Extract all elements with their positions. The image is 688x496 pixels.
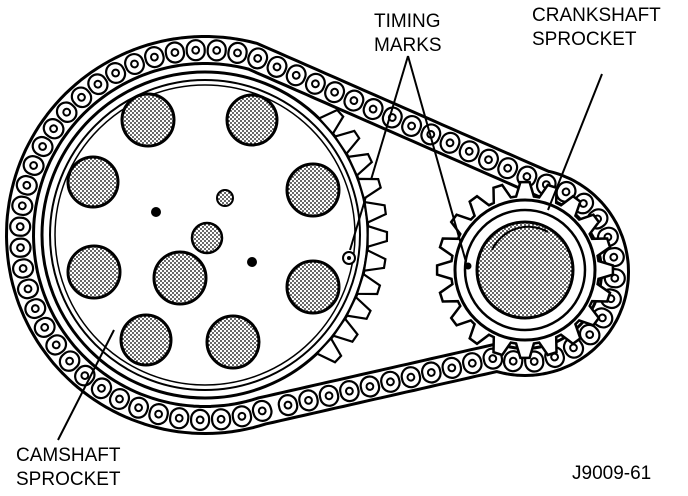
chain-link <box>231 405 253 428</box>
chain-link <box>304 72 326 95</box>
chain-link <box>578 323 601 346</box>
crank-hub <box>475 220 575 320</box>
cam-bolt-hole <box>151 207 161 217</box>
chain-link <box>24 298 47 320</box>
chain-link <box>277 394 299 417</box>
chain-link <box>227 41 248 64</box>
chain-link <box>15 174 38 196</box>
camshaft-sprocket-label: CAMSHAFT SPROCKET <box>16 444 121 492</box>
chain-link <box>105 62 127 84</box>
chain-link <box>380 370 401 393</box>
chain-link <box>247 47 269 70</box>
lightening-hole <box>119 313 173 367</box>
chain-link <box>324 81 346 104</box>
camshaft-teeth <box>315 108 389 364</box>
lightening-hole <box>285 259 341 315</box>
chain-link <box>16 278 40 300</box>
timing-marks-label: TIMING MARKS <box>374 10 442 58</box>
lightening-hole <box>66 155 120 209</box>
lightening-hole <box>205 314 261 370</box>
chain-link <box>70 86 93 109</box>
timing-chain <box>5 35 630 435</box>
chain-link <box>591 307 614 329</box>
chain-link <box>164 41 186 64</box>
figure-id: J9009-61 <box>572 463 652 484</box>
lightening-hole <box>120 92 176 148</box>
chain-link <box>602 246 625 268</box>
chain-link <box>45 334 68 356</box>
chain-link <box>31 135 54 158</box>
chain-link <box>441 356 463 379</box>
chain-link <box>128 396 150 419</box>
chain-link <box>400 366 422 389</box>
chain-link <box>124 52 145 76</box>
chain-link <box>189 408 211 431</box>
cam-dowel-hole <box>216 189 234 207</box>
chain-link <box>210 408 232 431</box>
camshaft-leader <box>57 329 115 441</box>
chain-link <box>439 131 461 154</box>
chain-link <box>251 399 273 422</box>
chain-link <box>497 157 519 180</box>
lightening-hole <box>225 93 279 147</box>
camshaft-lightening-holes <box>66 92 341 370</box>
chain-link <box>206 39 227 62</box>
crankshaft-sprocket-label: CRANKSHAFT SPROCKET <box>532 4 661 52</box>
timing-mark-leader-crank <box>407 55 467 263</box>
chain-link <box>502 350 524 373</box>
chain-link <box>461 352 483 375</box>
chain-link <box>401 114 423 138</box>
lightening-hole <box>152 250 208 306</box>
timing-marks-line-1: TIMING <box>374 11 441 32</box>
chain-link <box>108 388 131 410</box>
chain-link <box>87 73 109 96</box>
camshaft-sprocket <box>40 70 370 400</box>
crank-timing-mark <box>464 262 472 270</box>
chain-link <box>90 377 113 400</box>
chain-link <box>148 403 169 426</box>
chain-link <box>74 364 96 387</box>
chain-link <box>42 118 65 140</box>
timing-mark-leader-cam <box>349 55 409 251</box>
chain-link <box>9 216 32 237</box>
chain-link <box>420 361 442 384</box>
camshaft-label-line-2: SPROCKET <box>16 469 121 490</box>
chain-link <box>55 101 78 123</box>
chain-link <box>266 55 288 78</box>
lightening-hole <box>285 162 341 218</box>
chain-link <box>168 407 190 430</box>
chain-link <box>33 316 56 338</box>
chain-link <box>477 148 500 171</box>
chain-link <box>524 350 545 373</box>
chain-link <box>144 46 165 69</box>
cam-bolt-hole <box>247 257 257 267</box>
lightening-hole <box>66 244 122 300</box>
chain-link <box>22 155 45 176</box>
crankshaft-label-line-1: CRANKSHAFT <box>532 5 661 26</box>
chain-link <box>362 98 384 121</box>
chain-link <box>359 375 381 398</box>
cam-hub <box>190 221 224 255</box>
chain-link <box>185 39 206 62</box>
chain-link <box>318 384 340 407</box>
chain-link <box>9 237 32 258</box>
timing-marks-line-2: MARKS <box>374 35 442 56</box>
chain-link <box>343 89 365 112</box>
chain-link <box>58 350 81 372</box>
chain-link <box>339 380 360 403</box>
chain-link <box>12 258 35 279</box>
chain-link <box>11 195 34 217</box>
chain-link <box>458 140 480 163</box>
crankshaft-leader <box>547 73 603 211</box>
leader-lines <box>57 55 603 441</box>
crankshaft-label-line-2: SPROCKET <box>532 29 637 50</box>
crankshaft-sprocket <box>435 180 615 360</box>
camshaft-label-line-1: CAMSHAFT <box>16 445 121 466</box>
chain-link <box>285 64 307 87</box>
chain-link <box>298 389 319 412</box>
